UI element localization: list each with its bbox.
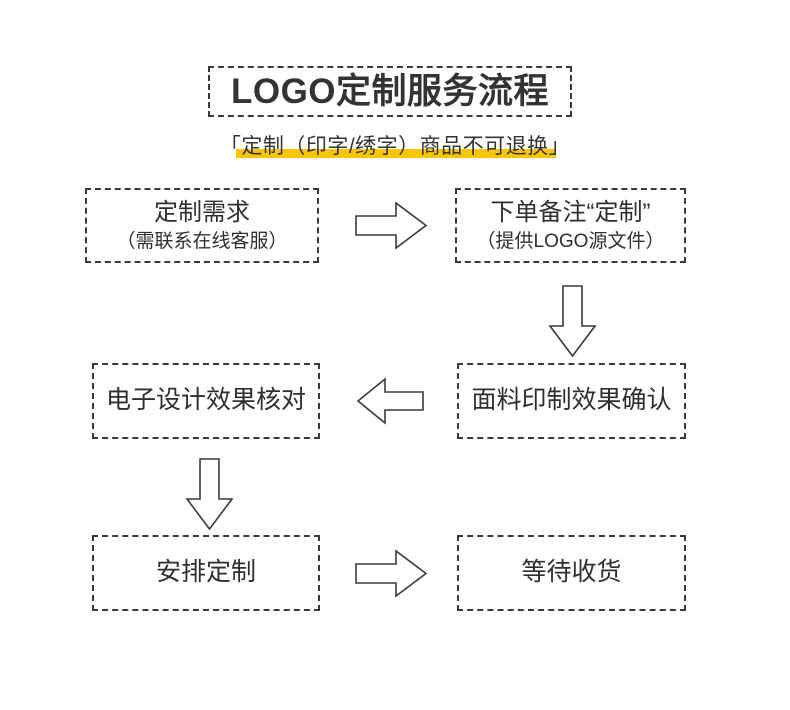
flow-node-design-check-line1: 电子设计效果核对	[105, 386, 306, 415]
subtitle-inner: 「定制（印字/绣字）商品不可退换」	[218, 130, 572, 160]
flow-node-order-note-line2: （提供LOGO源文件）	[476, 230, 665, 252]
subtitle-text: 「定制（印字/绣字）商品不可退换」	[219, 135, 571, 158]
flow-node-order-note-line1: 下单备注“定制”	[490, 198, 651, 226]
page-title-box: LOGO定制服务流程	[208, 66, 572, 117]
flow-node-wait-line1: 等待收货	[521, 558, 622, 587]
flow-node-design-check[interactable]: 电子设计效果核对	[92, 363, 320, 439]
flow-node-demand[interactable]: 定制需求 （需联系在线客服）	[85, 188, 319, 263]
arrow-left-icon	[355, 375, 427, 427]
arrow-down-icon	[545, 282, 600, 360]
arrow-right-icon	[352, 198, 430, 253]
arrow-down-icon	[182, 455, 237, 533]
subtitle-highlight-bar	[235, 149, 557, 158]
flow-node-demand-line1: 定制需求	[154, 198, 250, 226]
flow-node-demand-line2: （需联系在线客服）	[116, 230, 288, 252]
flow-node-fabric-confirm[interactable]: 面料印制效果确认	[457, 363, 686, 439]
flow-node-arrange[interactable]: 安排定制	[92, 535, 320, 611]
page-title: LOGO定制服务流程	[230, 72, 550, 111]
flow-node-order-note[interactable]: 下单备注“定制” （提供LOGO源文件）	[455, 188, 686, 263]
flow-node-fabric-confirm-line1: 面料印制效果确认	[471, 386, 672, 415]
subtitle-container: 「定制（印字/绣字）商品不可退换」	[0, 128, 790, 162]
flow-node-wait[interactable]: 等待收货	[457, 535, 686, 611]
flow-node-arrange-line1: 安排定制	[155, 558, 256, 587]
arrow-right-icon	[352, 546, 430, 601]
